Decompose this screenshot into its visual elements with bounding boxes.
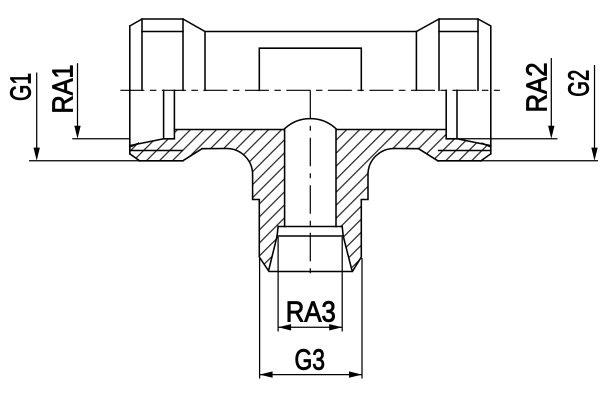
svg-text:RA2: RA2 [522,63,554,113]
svg-text:RA1: RA1 [48,65,80,114]
svg-text:G1: G1 [6,73,38,101]
svg-text:RA3: RA3 [286,296,336,328]
svg-text:G3: G3 [295,344,326,376]
svg-text:G2: G2 [564,70,596,97]
